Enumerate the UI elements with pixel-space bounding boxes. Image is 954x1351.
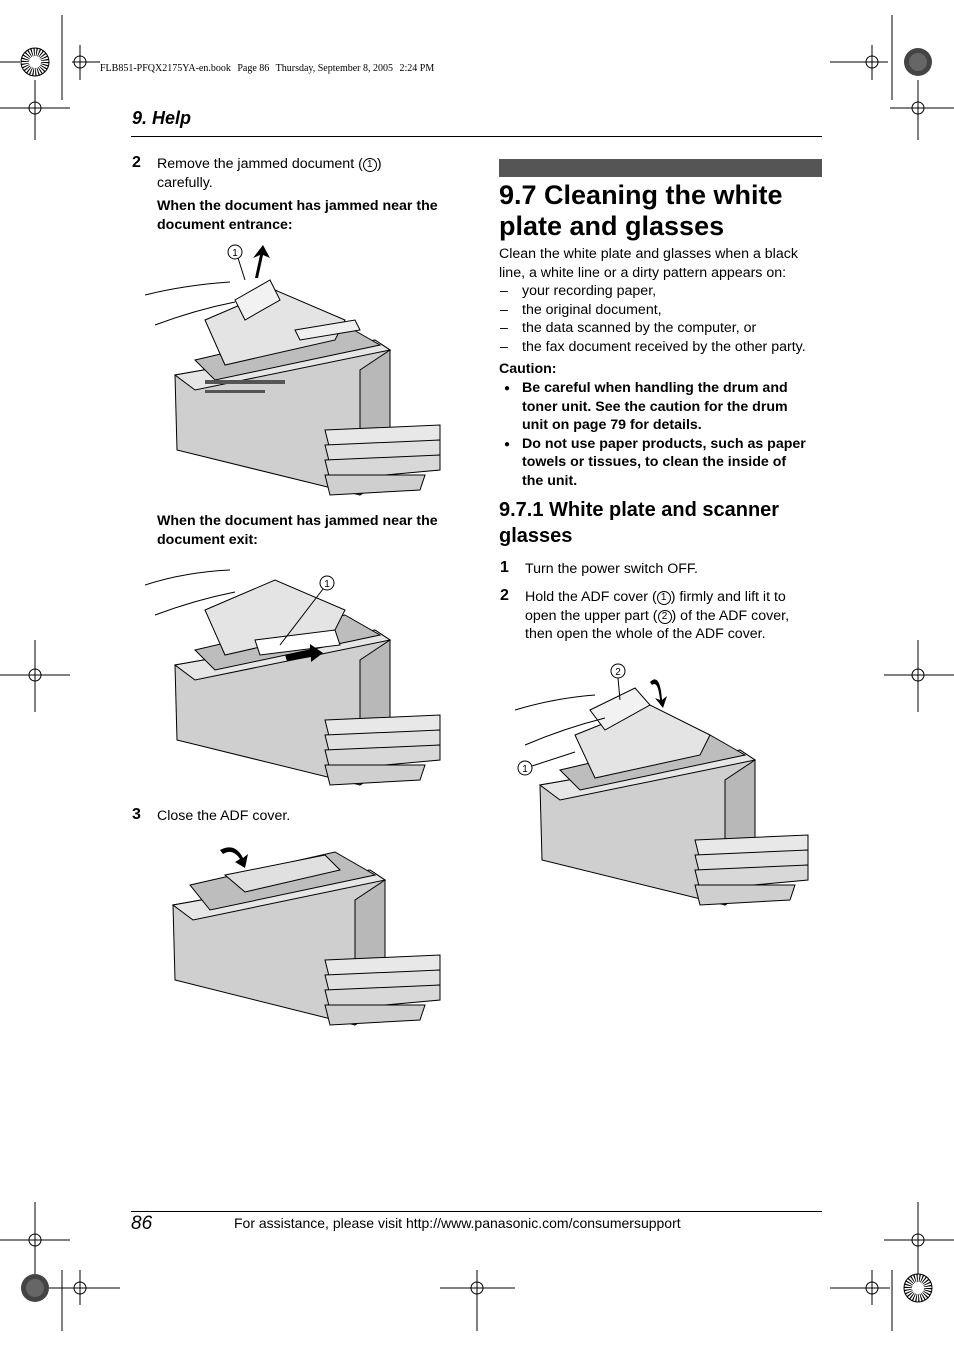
callout-marker: 1 xyxy=(362,158,377,172)
page-title-line: plate and glasses xyxy=(499,211,725,241)
subsection-title-line: 9.7.1 White plate and scanner xyxy=(499,499,780,521)
caution-line: Be careful when handling the drum and xyxy=(522,380,788,396)
section-title: 9. Help xyxy=(132,108,192,128)
print-file: FLB851-PFQX2175YA-en.book xyxy=(100,63,231,74)
print-date: Thursday, September 8, 2005 xyxy=(275,63,394,74)
footer-assistance: For assistance, please visit http://www.… xyxy=(234,1215,681,1231)
caution-line: Do not use paper products, such as paper xyxy=(522,435,806,452)
callout-marker: 1 xyxy=(656,591,671,605)
section-bar xyxy=(499,159,822,177)
step-text-part: ) xyxy=(376,156,382,172)
callout-marker: 2 xyxy=(657,609,672,624)
figure-callout: 1 xyxy=(232,248,238,259)
intro-line: Clean the white plate and glasses when a… xyxy=(499,246,798,262)
step-text-part: Remove the jammed document ( xyxy=(157,156,363,172)
page-number: 86 xyxy=(131,1213,153,1234)
subsection-title-line: glasses xyxy=(499,525,573,547)
subheading-line: When the document has jammed near the xyxy=(157,198,438,214)
step-number: 1 xyxy=(500,559,509,576)
step-number: 3 xyxy=(132,806,141,823)
header-rule xyxy=(131,136,822,137)
intro-line: line, a white line or a dirty pattern ap… xyxy=(499,264,787,281)
print-header: FLB851-PFQX2175YA-en.book Page 86 Thursd… xyxy=(100,63,438,74)
list-item: your recording paper, xyxy=(499,282,829,301)
figure-callout: 1 xyxy=(324,579,330,590)
list-item: the fax document received by the other p… xyxy=(499,338,829,357)
subheading-line: document entrance: xyxy=(157,216,293,233)
caution-label: Caution: xyxy=(499,361,557,377)
step-text-part: open the upper part ( xyxy=(525,607,658,624)
step-text-part: ) firmly and lift it to xyxy=(670,589,786,605)
caution-line: towels or tissues, to clean the inside o… xyxy=(522,454,787,470)
caution-list-wrap: Be careful when handling the drum and to… xyxy=(499,379,829,490)
step-text: Hold the ADF cover (1) firmly and lift i… xyxy=(525,588,825,644)
subheading-entrance: When the document has jammed near the do… xyxy=(157,197,467,234)
list-item: the original document, xyxy=(499,301,829,320)
fax-illustration-close-cover xyxy=(171,847,441,1026)
step-text-part: Hold the ADF cover ( xyxy=(525,589,657,605)
subsection-title: 9.7.1 White plate and scanner glasses xyxy=(499,497,819,549)
conditions-list: your recording paper, the original docum… xyxy=(499,282,829,356)
print-time: 2:24 PM xyxy=(399,63,435,74)
fax-illustration-open-adf: 2 1 xyxy=(514,663,809,906)
caution-line: the unit. xyxy=(522,472,578,489)
page-title-line: 9.7 Cleaning the white xyxy=(499,180,783,210)
list-item: Do not use paper products, such as paper… xyxy=(499,435,829,491)
step-text: Turn the power switch OFF. xyxy=(525,561,698,577)
intro-text: Clean the white plate and glasses when a… xyxy=(499,245,829,356)
caution-line: unit on page 79 for details. xyxy=(522,417,702,433)
step-text-part: carefully. xyxy=(157,174,213,191)
subheading-line: When the document has jammed near the xyxy=(157,513,438,529)
fax-illustration-exit-jam: 1 xyxy=(145,569,441,786)
page-title: 9.7 Cleaning the white plate and glasses xyxy=(499,180,829,242)
caution-list: Be careful when handling the drum and to… xyxy=(499,379,829,490)
color-target-icon xyxy=(20,47,933,1303)
list-item: the data scanned by the computer, or xyxy=(499,319,829,338)
step-text-part: then open the whole of the ADF cover. xyxy=(525,626,766,642)
figure-callout: 1 xyxy=(522,764,528,775)
figure-callout: 2 xyxy=(615,667,621,678)
print-page: Page 86 xyxy=(237,63,270,74)
step-text: Remove the jammed document (1) carefully… xyxy=(157,155,457,192)
caution-line: toner unit. See the caution for the drum xyxy=(522,398,788,415)
step-text-part: ) of the ADF cover, xyxy=(671,607,790,624)
subheading-exit: When the document has jammed near the do… xyxy=(157,512,467,549)
step-number: 2 xyxy=(132,154,141,171)
footer-rule xyxy=(131,1211,822,1212)
list-item: Be careful when handling the drum and to… xyxy=(499,379,829,435)
subheading-line: document exit: xyxy=(157,531,258,548)
fax-illustration-entrance-jam: 1 xyxy=(145,244,441,496)
step-text: Close the ADF cover. xyxy=(157,808,291,824)
step-number: 2 xyxy=(500,587,509,604)
